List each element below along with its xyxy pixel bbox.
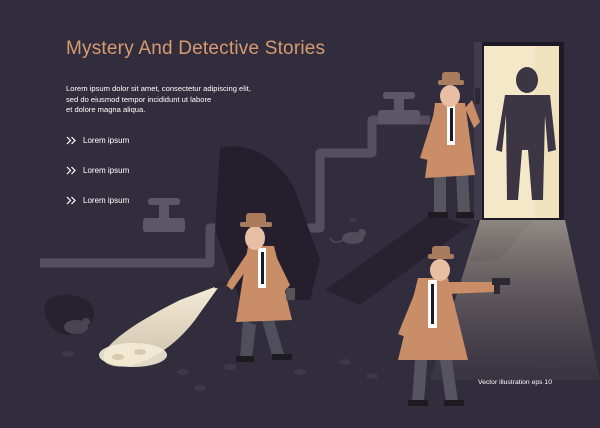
description-text: Lorem ipsum dolor sit amet, consectetur … — [66, 84, 281, 116]
pipe-valve-left — [143, 198, 185, 232]
description-line: et dolore magna aliqua. — [66, 105, 146, 114]
feature-item-3[interactable]: Lorem ipsum — [66, 196, 129, 205]
description-line: sed do eiusmod tempor incididunt ut labo… — [66, 94, 212, 104]
feature-item-2[interactable]: Lorem ipsum — [66, 166, 129, 175]
page-title: Mystery And Detective Stories — [66, 38, 326, 59]
detective-with-pistol-raised — [420, 72, 480, 218]
feature-item-label: Lorem ipsum — [83, 136, 130, 145]
rat-left — [44, 294, 94, 335]
illustration-caption: Vector illustration eps 10 — [477, 379, 552, 386]
feature-item-1[interactable]: Lorem ipsum — [66, 136, 129, 145]
double-chevron-right-icon — [66, 196, 76, 205]
open-doorway — [430, 42, 600, 380]
feature-item-label: Lorem ipsum — [83, 166, 130, 175]
detective-aiming-pistol — [398, 246, 510, 406]
description-line: Lorem ipsum dolor sit amet, consectetur … — [66, 84, 251, 93]
double-chevron-right-icon — [66, 136, 76, 145]
rat-right — [329, 229, 366, 244]
floor-footprints — [62, 218, 554, 391]
pipe-valve-right — [378, 92, 420, 124]
footprints-lit — [112, 349, 146, 360]
detective-flashlight — [213, 213, 295, 362]
doorway-silhouette — [496, 67, 556, 200]
feature-item-label: Lorem ipsum — [83, 196, 130, 205]
light-pool — [99, 343, 167, 367]
double-chevron-right-icon — [66, 166, 76, 175]
